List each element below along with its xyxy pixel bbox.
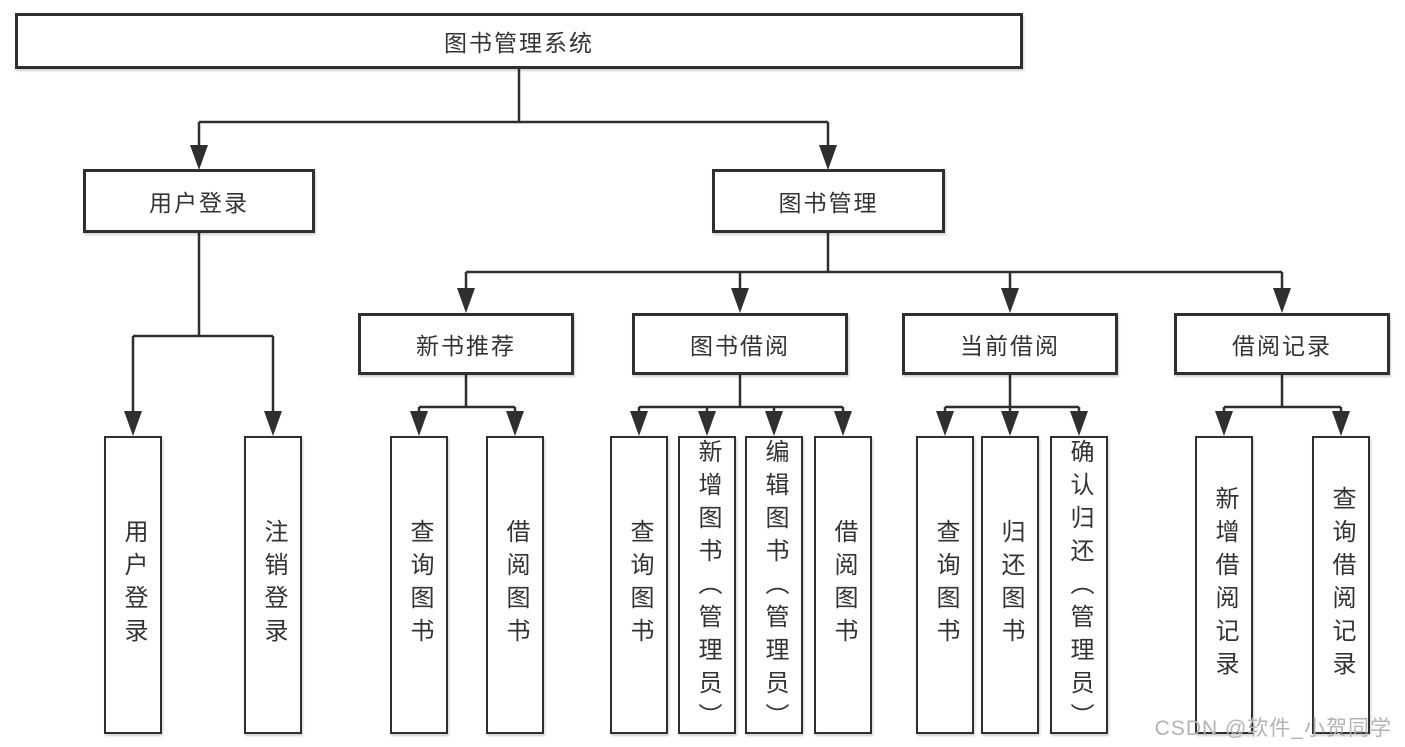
node-book-management-label: 图书管理: [778, 190, 879, 216]
arrow-down-icon: [1332, 411, 1350, 436]
connector-newbook-to-leaves: [410, 375, 524, 436]
node-user-login: 用户登录: [83, 169, 315, 233]
leaf-user-login-label: 用户登录: [120, 519, 147, 651]
leaf-query-book-newbook: 查询图书: [390, 436, 448, 734]
leaf-borrow-book-borrow: 借阅图书: [814, 436, 872, 734]
node-book-management: 图书管理: [712, 169, 945, 233]
node-root-label: 图书管理系统: [444, 30, 594, 56]
leaf-add-borrow-record-label: 新增借阅记录: [1211, 486, 1238, 684]
arrow-down-icon: [834, 411, 852, 436]
connector-root-to-level1: [190, 69, 837, 170]
arrow-down-icon: [410, 411, 428, 436]
leaf-query-borrow-record: 查询借阅记录: [1312, 436, 1370, 734]
leaf-confirm-return-admin: 确认归还（管理员）: [1050, 436, 1108, 736]
leaf-query-book-borrow: 查询图书: [610, 436, 668, 734]
leaf-query-book-current: 查询图书: [916, 436, 974, 734]
connector-records-to-leaves: [1215, 375, 1350, 436]
node-root: 图书管理系统: [15, 13, 1023, 69]
arrow-down-icon: [1215, 411, 1233, 436]
node-new-book-recommendation-label: 新书推荐: [416, 333, 516, 359]
node-current-borrowing-label: 当前借阅: [960, 333, 1060, 359]
leaf-query-borrow-record-label: 查询借阅记录: [1328, 486, 1355, 684]
connector-current-to-leaves: [936, 375, 1088, 436]
leaf-borrow-book-newbook-label: 借阅图书: [502, 519, 529, 651]
arrow-down-icon: [506, 411, 524, 436]
arrow-down-icon: [765, 411, 783, 436]
node-borrowing-records: 借阅记录: [1174, 313, 1390, 375]
leaf-add-book-admin-label: 新增图书（管理员）: [694, 439, 721, 736]
leaf-return-book-label: 归还图书: [997, 519, 1024, 651]
arrow-down-icon: [1001, 288, 1019, 313]
arrow-down-icon: [731, 288, 749, 313]
arrow-down-icon: [1273, 288, 1291, 313]
connector-bookmgmt-to-level2: [457, 233, 1291, 313]
arrow-down-icon: [819, 145, 837, 170]
arrow-down-icon: [698, 411, 716, 436]
arrow-down-icon: [264, 411, 282, 436]
leaf-logout-label: 注销登录: [260, 519, 287, 651]
arrow-down-icon: [457, 288, 475, 313]
node-user-login-label: 用户登录: [149, 190, 249, 216]
leaf-add-book-admin: 新增图书（管理员）: [678, 436, 736, 736]
leaf-borrow-book-borrow-label: 借阅图书: [830, 519, 857, 651]
watermark: CSDN @软件_小贺同学: [1154, 717, 1392, 740]
arrow-down-icon: [1070, 411, 1088, 436]
arrow-down-icon: [190, 145, 208, 170]
node-borrowing-records-label: 借阅记录: [1232, 333, 1332, 359]
leaf-return-book: 归还图书: [981, 436, 1039, 734]
connector-borrow-to-leaves: [630, 375, 852, 436]
leaf-query-book-newbook-label: 查询图书: [406, 519, 433, 651]
node-book-borrowing-label: 图书借阅: [690, 333, 790, 359]
arrow-down-icon: [124, 411, 142, 436]
leaf-query-book-borrow-label: 查询图书: [626, 519, 653, 651]
leaf-logout: 注销登录: [244, 436, 302, 734]
leaf-user-login: 用户登录: [104, 436, 162, 734]
leaf-borrow-book-newbook: 借阅图书: [486, 436, 544, 734]
node-new-book-recommendation: 新书推荐: [358, 313, 574, 375]
arrow-down-icon: [1001, 411, 1019, 436]
node-book-borrowing: 图书借阅: [632, 313, 848, 375]
arrow-down-icon: [936, 411, 954, 436]
leaf-edit-book-admin-label: 编辑图书（管理员）: [761, 439, 788, 736]
node-current-borrowing: 当前借阅: [902, 313, 1118, 375]
connector-userlogin-to-leaves: [124, 233, 282, 436]
leaf-add-borrow-record: 新增借阅记录: [1195, 436, 1253, 734]
leaf-confirm-return-admin-label: 确认归还（管理员）: [1066, 439, 1093, 736]
leaf-query-book-current-label: 查询图书: [932, 519, 959, 651]
leaf-edit-book-admin: 编辑图书（管理员）: [745, 436, 803, 736]
arrow-down-icon: [630, 411, 648, 436]
